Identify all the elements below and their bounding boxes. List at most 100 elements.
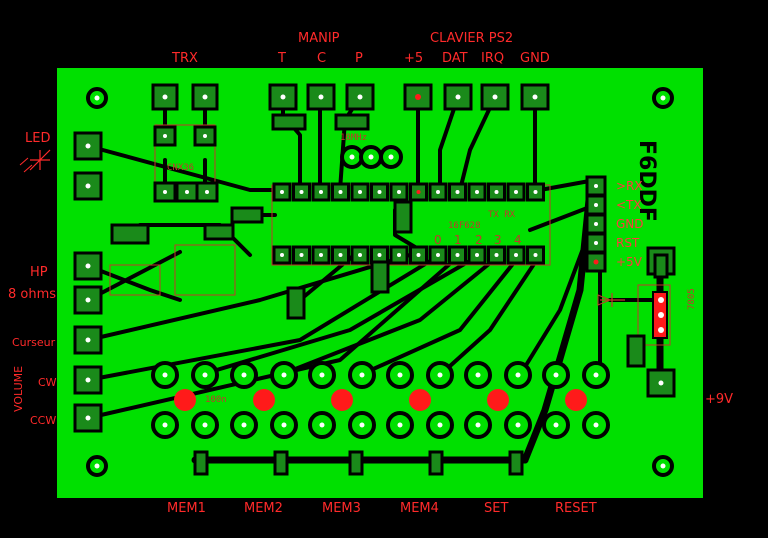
ic-pin-numbers: 0 1 2 3 4 [434,233,522,247]
button-pad-hole [202,422,208,428]
button-center-marker [253,389,275,411]
label-led: LED [25,131,50,146]
label-gnd-serial: GND [616,217,644,231]
ic-pin-hole [319,253,323,257]
button-pad-hole [593,422,599,428]
label-clavier-ps2: CLAVIER PS2 [430,31,513,46]
silk-7805: 7805 [687,288,697,310]
svg-text:4: 4 [514,233,522,247]
button-pad-hole [281,372,287,378]
label-mem1: MEM1 [167,501,206,516]
ic-pin-hole [319,190,323,194]
ic-pin-hole [299,253,304,257]
button-pad-hole [319,372,325,378]
led-footprint [19,131,103,201]
label-rx: >RX [616,179,643,193]
button-pad-hole [515,372,521,378]
silk-crystal-freq: 10MHz [340,133,367,143]
ic-pin-hole [436,253,440,257]
hp-volume-pads [73,251,103,433]
label-hp-ohms: 8 ohms [8,287,56,302]
silk-cnx36: CNX36 [167,163,194,173]
button-pad-hole [515,422,521,428]
serial-header [585,175,607,273]
label-manip-t: T [277,51,286,66]
label-set: SET [484,501,508,516]
ic-pin-hole [416,253,421,257]
svg-text:3: 3 [494,233,502,247]
ic-pin-hole [338,190,343,194]
button-pad-hole [437,422,443,428]
ic-pin-hole [280,190,284,194]
bottom-resistors [193,450,524,476]
button-center-marker [331,389,353,411]
button-center-marker [565,389,587,411]
silk-txrx: TX RX [488,210,516,220]
ic-pin-hole [455,190,460,194]
button-pad-hole [359,422,365,428]
button-pad-hole [437,372,443,378]
silk-brand: F6DDF [634,140,659,222]
ic-pin-hole [494,253,499,257]
button-pad-hole [162,422,168,428]
label-irq: IRQ [481,51,504,66]
resistors-top [271,113,370,131]
svg-text:2: 2 [475,233,483,247]
label-manip: MANIP [298,31,340,46]
ic-pin-hole [416,190,421,194]
ic-pin-hole [475,253,479,257]
button-pad-hole [241,372,247,378]
ic-pin-hole [358,190,362,194]
label-manip-c: C [317,51,326,66]
ic-pin-hole [533,253,538,257]
ic-pin-hole [377,253,382,257]
button-pad-hole [475,422,481,428]
label-trx: TRX [171,51,198,66]
button-pad-hole [241,422,247,428]
ic-pin-hole [475,190,479,194]
crystal [340,145,403,169]
ic-pin-hole [514,190,518,194]
label-gnd: GND [520,51,550,66]
label-mem3: MEM3 [322,501,361,516]
svg-text:1: 1 [454,233,462,247]
button-center-marker [487,389,509,411]
ic-pin-hole [377,190,382,194]
ps2-connector [403,83,550,111]
regulator-7805 [597,246,676,398]
label-plus9v: +9V [705,392,733,407]
label-cw: CW [38,376,57,389]
button-pad-hole [281,422,287,428]
svg-text:0: 0 [434,233,442,247]
ic-pin-hole [455,253,460,257]
label-tx: <TX [616,198,642,212]
button-pad-hole [553,422,559,428]
label-hp: HP [30,265,48,280]
small-components [109,200,413,320]
label-manip-p: P [355,51,363,66]
mounting-holes [86,87,674,477]
label-rst: RST [616,236,640,250]
button-pad-hole [319,422,325,428]
label-curseur: Curseur [12,336,56,349]
button-pad-hole [553,372,559,378]
ic-pin-hole [397,253,401,257]
ic-pin-hole [494,190,499,194]
button-pad-hole [202,372,208,378]
label-dat: DAT [442,51,468,66]
ic-pins [272,182,545,265]
button-pad-hole [397,372,403,378]
button-center-marker [409,389,431,411]
label-mem4: MEM4 [400,501,439,516]
silk-cap-1: 100n [205,395,227,405]
ic-pin-hole [397,190,401,194]
button-pad-hole [397,422,403,428]
manip-connector [268,83,375,111]
ic-pin-hole [514,253,518,257]
silk-pic: 16F628 [448,221,481,231]
ic-pin-hole [533,190,538,194]
ic-pin-hole [436,190,440,194]
label-plus5v: +5V [616,255,643,269]
label-plus5: +5 [404,51,423,66]
